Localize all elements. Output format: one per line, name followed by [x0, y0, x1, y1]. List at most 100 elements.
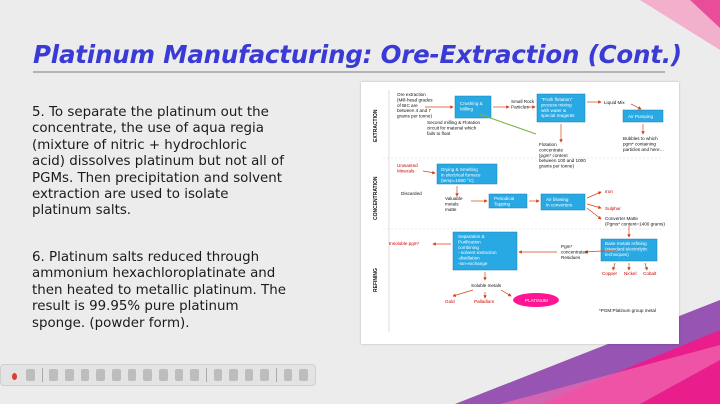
flotation-conc-label: (pgm* content: [539, 153, 568, 158]
step-6-line: 6. Platinum salts reduced through: [32, 250, 260, 265]
step-6-line: then heated to metallic platinum. The: [32, 282, 286, 298]
annotation-toolbar: [0, 364, 316, 386]
record-icon[interactable]: [12, 372, 18, 380]
separation-label: -Ion-exchange: [458, 261, 488, 266]
sulphur-label: Sulphur: [605, 206, 621, 211]
crushing-label: Crushing &: [460, 101, 483, 106]
separation-label: Separation &: [458, 234, 485, 239]
drying-box: [436, 163, 498, 185]
gold-label: Gold: [445, 299, 455, 304]
froth-label: with water &: [541, 108, 566, 113]
unwanted-label: Unwanted: [397, 163, 418, 168]
pen-icon[interactable]: [49, 369, 59, 381]
bubbles-label: particles and here…: [623, 147, 664, 152]
separation-label: -distillation: [458, 256, 480, 261]
toolbar-separator: [205, 368, 207, 382]
step-5-line: platinum salts.: [32, 203, 132, 219]
base-metals-label: Base metals refining: [605, 241, 647, 246]
valuable-label: metals: [445, 201, 459, 206]
step-6-line: sponge. (powder form).: [32, 315, 190, 331]
froth-label: process mixing: [541, 102, 572, 107]
air-blowing-label: Air blowing: [546, 197, 569, 202]
step-5-line: 5. To separate the platinum out the: [32, 105, 269, 120]
valuable-label: Valuable: [445, 196, 463, 201]
liquid-mix-label: Liquid Mix: [604, 100, 625, 105]
pgm-conc-label: Residues: [561, 255, 581, 260]
process-flow-diagram: EXTRACTION CONCENTRATION REFINING: [361, 82, 679, 344]
separation-label: combining: [458, 245, 479, 250]
separation-label: Purification: [458, 239, 481, 244]
drying-label: in electrical furnace: [441, 172, 481, 177]
froth-box: [536, 93, 586, 123]
air-pumping-label: Air Pumping: [628, 114, 653, 119]
ellipse-icon[interactable]: [158, 369, 168, 381]
undo-icon[interactable]: [213, 369, 223, 381]
base-metals-label: techniques): [605, 252, 629, 257]
discarded-label: Discarded: [401, 191, 422, 196]
copper-label: Copper: [602, 271, 618, 276]
camera-icon[interactable]: [283, 369, 293, 381]
air-pumping-box: [622, 109, 664, 123]
froth-label: special reagents: [541, 113, 575, 118]
insoluble-label: Insoluble pgm*: [389, 241, 420, 246]
pgm-conc-label: Pgm*: [561, 244, 572, 249]
arrow-icon[interactable]: [111, 369, 121, 381]
settings-icon[interactable]: [260, 369, 270, 381]
drying-label: (temp=1500 °C): [441, 178, 474, 183]
crushing-box: [454, 95, 492, 119]
flotation-conc-label: concentrate: [539, 147, 563, 152]
eraser-icon[interactable]: [80, 369, 90, 381]
close-icon[interactable]: [299, 369, 309, 381]
pause-icon[interactable]: [26, 369, 35, 381]
section-refining-label: REFINING: [373, 268, 379, 292]
step-5-line: PGMs. Then precipitation and solvent: [32, 170, 282, 186]
section-concentration-label: CONCENTRATION: [373, 176, 379, 220]
cobalt-label: Cobalt: [643, 271, 657, 276]
air-blowing-box: [540, 193, 586, 211]
footnote-label: *PGM:Platinum group metal: [599, 308, 656, 313]
text-icon[interactable]: [174, 369, 184, 381]
flotation-conc-label: between 100 and 1000: [539, 158, 586, 163]
step-5-line: (mixture of nitric + hydrochloric: [32, 137, 247, 153]
pgm-conc-label: concentrated: [561, 249, 588, 254]
converter-matte-label: Converter Matte: [605, 216, 638, 221]
periodical-box: [488, 193, 528, 209]
air-blowing-label: in converters: [546, 202, 573, 207]
periodical-label: Tapping: [494, 201, 511, 206]
flotation-conc-label: grams per tonne): [539, 164, 574, 169]
redo-icon[interactable]: [229, 369, 238, 381]
line-icon[interactable]: [127, 369, 137, 381]
nickel-label: Nickel: [624, 271, 637, 276]
clear-icon[interactable]: [244, 369, 254, 381]
second-milling-label: Second milling & Flotation: [427, 120, 481, 125]
base-metals-box: [600, 238, 658, 262]
highlighter-icon[interactable]: [65, 369, 74, 381]
separation-label: - solvent extraction: [458, 250, 497, 255]
slide-title: Platinum Manufacturing: Ore-Extraction (…: [33, 40, 682, 69]
ore-extraction-label: of BIC are: [397, 103, 418, 108]
zoom-icon[interactable]: [96, 369, 105, 381]
periodical-label: Periodical: [494, 196, 514, 201]
bubbles-label: Bubbles to which: [623, 136, 658, 141]
color-icon[interactable]: [190, 369, 199, 381]
froth-label: "Froth flotation": [541, 97, 573, 102]
separation-box: [452, 231, 518, 271]
step-5-line: concentrate, the use of aqua regia: [32, 121, 264, 137]
crushing-label: Milling: [460, 106, 473, 111]
toolbar-separator: [276, 368, 277, 382]
drying-label: Drying & Smelting: [441, 167, 478, 172]
platinum-ellipse: [513, 293, 559, 307]
flotation-conc-label: Flotation: [539, 142, 557, 147]
bubbles-label: pgm* containing: [623, 141, 656, 146]
second-milling-label: circuit for material which: [427, 125, 477, 130]
ore-extraction-label: grams per tonne): [397, 114, 432, 119]
ore-extraction-label: between 4 and 7: [397, 108, 431, 113]
step-6-line: ammonium hexachloroplatinate and: [32, 266, 276, 282]
small-rock-label: Small Rock: [511, 99, 535, 104]
small-rock-label: Particles: [511, 104, 529, 109]
rect-icon[interactable]: [143, 369, 152, 381]
second-milling-label: fails to float: [427, 131, 451, 136]
